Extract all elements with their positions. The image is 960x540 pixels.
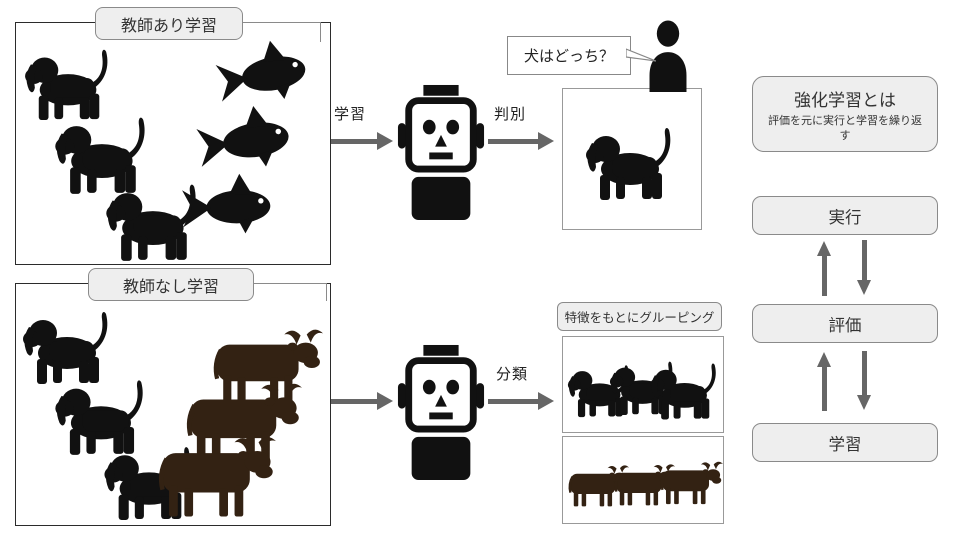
robot-icon [396,343,486,480]
fish-icon [194,101,293,176]
down-arrow-icon [857,351,870,410]
speech-bubble-tail [626,48,656,62]
reinforcement-title-box: 強化学習とは 評価を元に実行と学習を繰り返す [752,76,938,152]
supervised-examples-box [15,22,331,265]
reinforcement-title: 強化学習とは [794,91,896,110]
robot-icon [396,83,486,220]
grouping-label: 特徴をもとにグルーピング [557,302,722,331]
up-arrow-icon [817,241,830,296]
classify-arrow-label: 分類 [496,366,529,383]
step-evaluate: 評価 [752,304,938,343]
label-connector [252,283,327,285]
supervised-label: 教師あり学習 [95,7,243,40]
step-execute: 実行 [752,196,938,235]
judge-arrow-label: 判別 [494,106,527,123]
unsupervised-label: 教師なし学習 [88,268,254,301]
judgement-result-box [562,88,702,230]
step-learn: 学習 [752,423,938,462]
cow-icon [660,461,723,505]
learn-arrow-label: 学習 [334,106,367,123]
up-arrow-icon [817,352,830,411]
down-arrow-icon [857,240,870,295]
input-arrow-icon [331,392,393,410]
label-connector [320,22,322,42]
question-bubble: 犬はどっち？ [507,36,631,75]
cow-group-box [562,436,724,524]
reinforcement-subtitle: 評価を元に実行と学習を繰り返す [768,115,922,143]
label-connector [326,283,328,301]
cow-icon [158,437,276,517]
dog-icon [650,363,716,420]
learn-arrow-icon [331,132,393,150]
classify-arrow-icon [488,392,554,410]
dog-group-box [562,336,724,433]
judge-arrow-icon [488,132,554,150]
unsupervised-examples-box [15,283,331,526]
dog-icon [586,127,671,200]
fish-icon [181,172,272,236]
label-connector [241,22,321,24]
question-bubble-text: 犬はどっち？ [523,48,614,65]
